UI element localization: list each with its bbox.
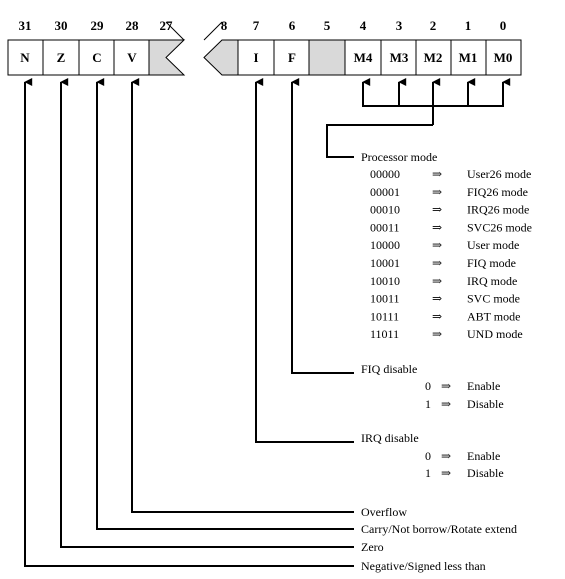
mode-name: User mode [467,238,519,252]
mode-arrow: ⇒ [432,274,442,288]
fiq-option-meaning: Enable [467,379,500,393]
connector-carry [96,78,354,530]
flag-descriptions: Overflow Carry/Not borrow/Rotate extend … [361,505,517,573]
bit-number-29: 29 [91,18,105,33]
mode-code: 10001 [370,256,400,270]
field-i: I [253,50,258,65]
register-break-marks [165,21,223,41]
connector-lines [24,78,511,567]
field-c: C [92,50,101,65]
carry-description: Carry/Not borrow/Rotate extend [361,522,517,536]
bit-number-4: 4 [360,18,367,33]
field-m3: M3 [390,50,409,65]
mode-code: 00010 [370,203,400,217]
bit-number-30: 30 [55,18,68,33]
mode-code: 10011 [370,292,400,306]
zero-description: Zero [361,540,384,554]
field-z: Z [57,50,66,65]
mode-code: 00011 [370,220,400,234]
mode-name: SVC26 mode [467,220,532,234]
bit-number-2: 2 [430,18,437,33]
mode-code: 10111 [370,309,399,323]
mode-code: 00001 [370,185,400,199]
mode-name: IRQ mode [467,274,517,288]
mode-code: 11011 [370,327,399,341]
bit-number-1: 1 [465,18,472,33]
bit-number-6: 6 [289,18,296,33]
field-v: V [127,50,137,65]
bit-number-7: 7 [253,18,260,33]
bit-number-0: 0 [500,18,507,33]
mode-arrow: ⇒ [432,309,442,323]
mode-code: 10010 [370,274,400,288]
connector-irq [255,78,354,443]
reserved-bit-5 [309,40,345,75]
connector-negative [24,78,354,567]
mode-arrow: ⇒ [432,220,442,234]
irq-disable-title: IRQ disable [361,431,419,445]
reserved-bits-right [204,40,238,75]
irq-option-arrow: ⇒ [441,449,451,463]
mode-arrow: ⇒ [432,167,442,181]
bit-number-5: 5 [324,18,331,33]
mode-name: IRQ26 mode [467,203,529,217]
connector-fiq [291,78,354,374]
processor-mode-table: 00000 ⇒ User26 mode 00001 ⇒ FIQ26 mode 00010 ⇒ I… [370,167,532,341]
mode-name: SVC mode [467,292,520,306]
register-right-segment [203,39,522,76]
bit-number-28: 28 [126,18,140,33]
negative-description: Negative/Signed less than [361,559,486,573]
register-field-labels: N Z C V I F M4 M3 M2 M1 M0 [20,50,512,65]
connector-zero [60,78,354,548]
field-f: F [288,50,296,65]
mode-arrow: ⇒ [432,256,442,270]
fiq-option-value: 0 [425,379,431,393]
register-outline-right [203,39,522,76]
mode-name: User26 mode [467,167,531,181]
bit-number-row: 31 30 29 28 27 8 7 6 5 4 3 2 1 0 [19,18,507,33]
fiq-disable-block: FIQ disable 0 ⇒ Enable 1 ⇒ Disable [361,362,504,411]
processor-mode-title: Processor mode [361,150,437,164]
fiq-option-arrow: ⇒ [441,397,451,411]
field-m1: M1 [459,50,478,65]
fiq-option-arrow: ⇒ [441,379,451,393]
irq-option-arrow: ⇒ [441,466,451,480]
mode-name: FIQ mode [467,256,516,270]
processor-mode-block: Processor mode [361,150,437,164]
fiq-option-value: 1 [425,397,431,411]
mode-code: 00000 [370,167,400,181]
mode-arrow: ⇒ [432,238,442,252]
mode-arrow: ⇒ [432,327,442,341]
bit-number-31: 31 [19,18,32,33]
field-m0: M0 [494,50,513,65]
overflow-description: Overflow [361,505,407,519]
fiq-option-meaning: Disable [467,397,504,411]
bit-number-8: 8 [221,18,228,33]
mode-arrow: ⇒ [432,292,442,306]
irq-option-meaning: Enable [467,449,500,463]
bit-number-3: 3 [396,18,403,33]
mode-code: 10000 [370,238,400,252]
mode-arrow: ⇒ [432,203,442,217]
register-left-segment [7,39,186,76]
irq-option-value: 1 [425,466,431,480]
field-m4: M4 [354,50,373,65]
mode-name: ABT mode [467,309,520,323]
connector-overflow [131,78,354,513]
field-m2: M2 [424,50,443,65]
bit-number-27: 27 [160,18,174,33]
irq-disable-block: IRQ disable 0 ⇒ Enable 1 ⇒ Disable [361,431,504,480]
mode-name: UND mode [467,327,523,341]
register-outline-left [7,39,186,76]
mode-name: FIQ26 mode [467,185,528,199]
connector-mode-leader [326,124,433,158]
mode-arrow: ⇒ [432,185,442,199]
field-n: N [20,50,30,65]
irq-option-meaning: Disable [467,466,504,480]
irq-option-value: 0 [425,449,431,463]
fiq-disable-title: FIQ disable [361,362,417,376]
